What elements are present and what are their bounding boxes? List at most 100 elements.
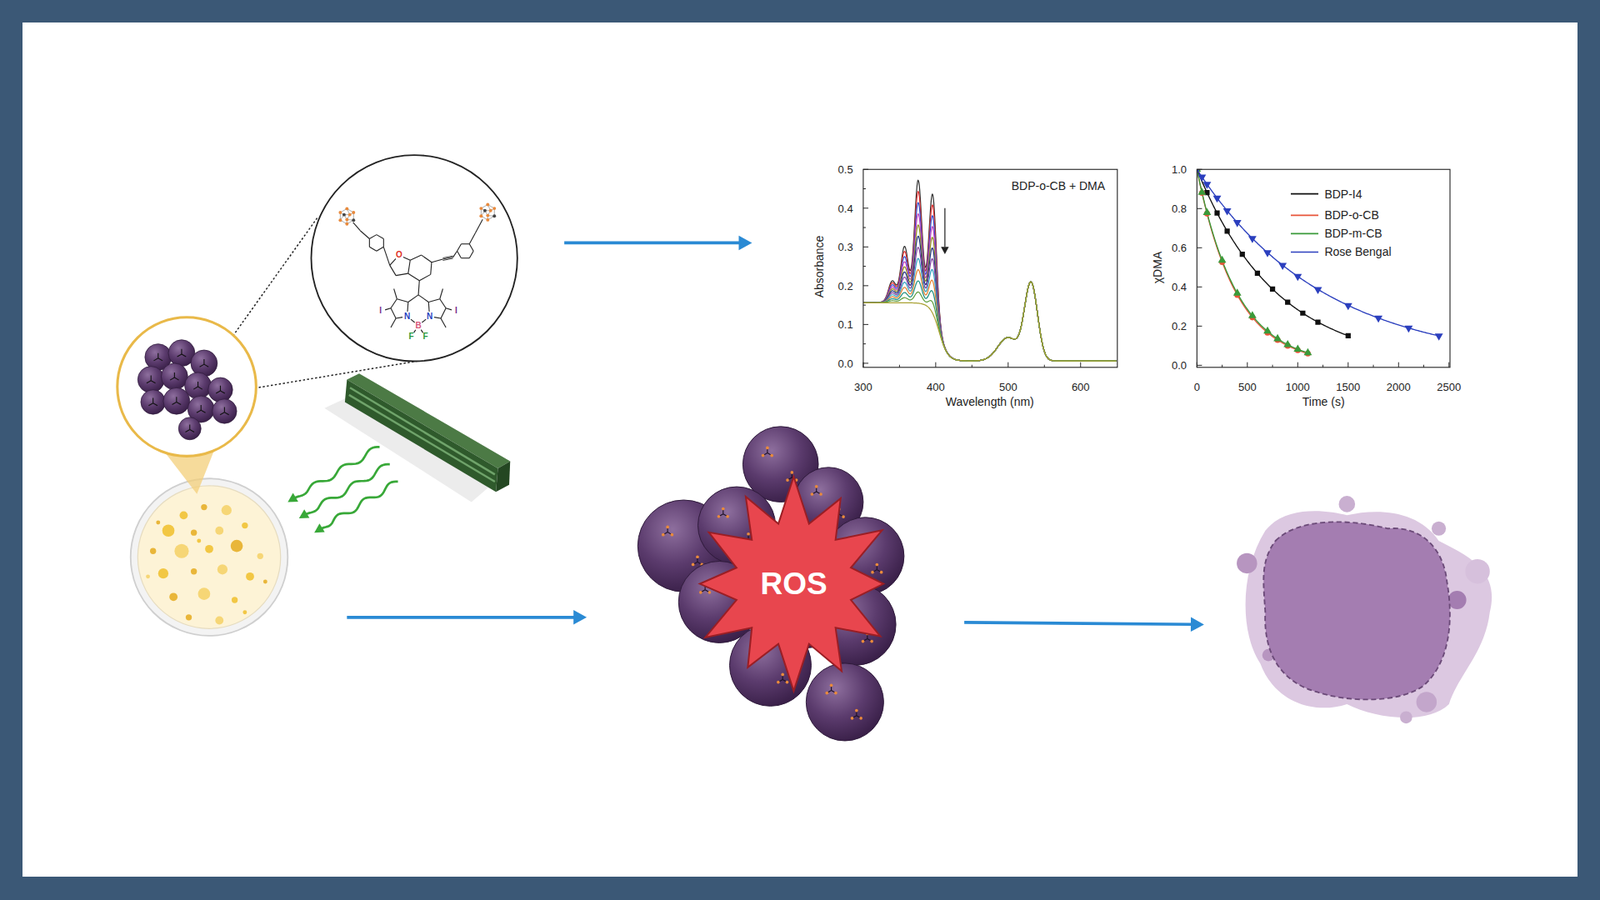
molecule-dot xyxy=(765,446,770,450)
bond xyxy=(460,257,470,259)
data-marker xyxy=(1435,333,1444,341)
bacterium xyxy=(140,390,165,415)
cage-atom xyxy=(483,209,487,213)
spectrum-line xyxy=(863,258,1117,361)
data-marker xyxy=(1248,310,1257,319)
colony xyxy=(169,592,178,601)
decay-line xyxy=(1196,169,1308,354)
bond xyxy=(421,255,432,263)
molecule-mark xyxy=(204,364,209,367)
molecule-mark xyxy=(153,403,158,406)
chart-label: 2500 xyxy=(1436,381,1461,393)
molecule-mark xyxy=(170,377,175,380)
bond xyxy=(475,219,484,233)
tick xyxy=(1423,365,1425,368)
molecule-dot xyxy=(839,605,843,610)
spectrum-line xyxy=(863,180,1117,361)
tick xyxy=(1196,169,1202,170)
cage-atom xyxy=(345,206,349,210)
colony xyxy=(190,530,197,536)
molecule-mark xyxy=(185,430,190,433)
data-marker xyxy=(1197,187,1206,195)
bond xyxy=(390,299,397,309)
atom-label: N xyxy=(404,312,410,321)
data-marker xyxy=(1263,250,1272,258)
bond xyxy=(408,295,419,303)
bond xyxy=(360,230,370,240)
bond xyxy=(394,289,398,300)
ros-burst: ROS xyxy=(691,476,896,691)
molecule-mark xyxy=(153,358,158,361)
bacterium xyxy=(826,517,905,595)
droplet xyxy=(1236,553,1257,574)
chart-label: 0 xyxy=(1194,381,1200,393)
bacterium xyxy=(137,366,165,394)
molecule-mark xyxy=(224,412,229,415)
spectrum-line xyxy=(863,281,1117,361)
molecule-mark xyxy=(220,412,225,415)
legend-text: Rose Bengal xyxy=(1324,245,1391,258)
molecule-dot xyxy=(755,646,759,650)
burst-outline xyxy=(691,476,896,691)
data-marker xyxy=(1278,262,1287,270)
molecule-dot xyxy=(787,602,791,606)
light-wave xyxy=(320,481,398,530)
molecule-mark xyxy=(190,430,195,433)
colony xyxy=(230,540,244,553)
chart-label: 0.2 xyxy=(838,280,854,291)
molecule-dot xyxy=(780,673,785,677)
chart-frame xyxy=(1196,169,1450,368)
tick xyxy=(1080,362,1081,368)
cage-atom xyxy=(485,203,490,207)
tick xyxy=(1297,362,1299,368)
atom-label: F xyxy=(408,332,414,341)
tick xyxy=(863,305,866,306)
art-group xyxy=(117,155,1492,741)
absorbance-chart xyxy=(863,169,1118,368)
molecule-dot xyxy=(850,716,855,720)
droplet xyxy=(1431,521,1446,536)
molecule-dot xyxy=(875,563,879,567)
chart-label: 0.8 xyxy=(1171,203,1187,215)
decay-line xyxy=(1196,169,1308,353)
cage-atom xyxy=(338,210,342,215)
colony xyxy=(155,520,160,525)
bond xyxy=(469,250,474,258)
molecule-mark xyxy=(220,390,225,394)
chart-label: Time (s) xyxy=(1302,395,1345,408)
bond xyxy=(434,317,441,319)
chart-label: 500 xyxy=(1238,381,1257,393)
colony xyxy=(150,548,156,555)
data-marker xyxy=(1196,169,1201,175)
colony xyxy=(200,504,207,510)
data-marker xyxy=(1203,181,1212,190)
tick xyxy=(935,362,936,368)
bond xyxy=(421,319,426,323)
molecule-dot xyxy=(725,617,730,621)
molecule-dot xyxy=(825,691,829,695)
cage-atom xyxy=(351,218,355,222)
molecule-mark xyxy=(181,354,186,357)
tick xyxy=(1007,362,1009,368)
molecule-dot xyxy=(880,570,884,575)
atom-label: B xyxy=(415,321,421,330)
chart-label: 0.3 xyxy=(838,241,854,253)
flow-arrow xyxy=(564,241,742,245)
tick xyxy=(1196,365,1202,366)
bond xyxy=(440,308,446,319)
chart-frame xyxy=(863,169,1118,368)
chart-label: 0.0 xyxy=(1171,360,1187,371)
tick xyxy=(863,265,866,267)
tick xyxy=(1196,325,1202,327)
molecule-mark xyxy=(157,353,159,359)
data-marker xyxy=(1314,286,1323,295)
page-ground xyxy=(22,22,1578,877)
molecule-mark xyxy=(176,401,181,405)
molecule-circle xyxy=(310,155,517,361)
atom-label: I xyxy=(379,306,382,315)
colony xyxy=(196,539,201,544)
molecule-mark xyxy=(193,386,198,390)
tick xyxy=(863,188,866,190)
colony xyxy=(190,568,197,575)
